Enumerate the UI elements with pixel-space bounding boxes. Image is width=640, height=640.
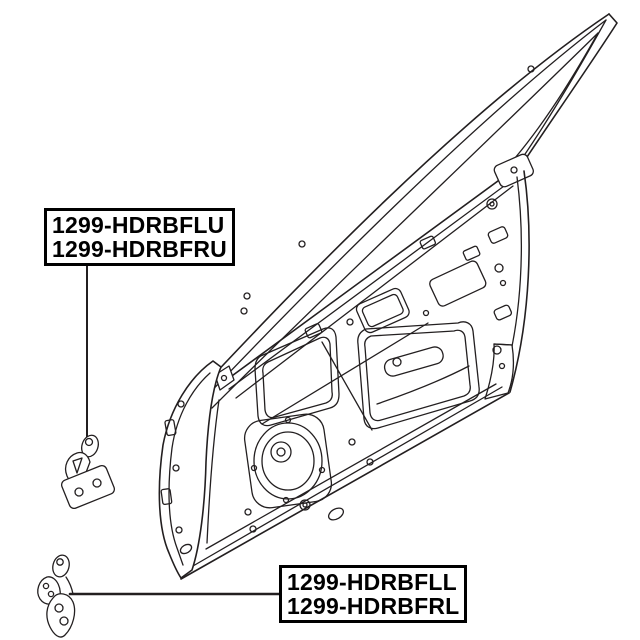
front-door-illustration	[158, 13, 618, 580]
inner-panel-contours	[205, 185, 514, 550]
belt-line	[214, 153, 534, 391]
regulator-opening-left	[254, 327, 340, 427]
part-number-lower-right: 1299-HDRBFRL	[287, 593, 460, 619]
door-shell-outline	[180, 170, 530, 580]
window-frame	[192, 13, 618, 409]
speaker-opening	[243, 413, 333, 509]
panel-screws	[240, 292, 430, 533]
front-edge-panel	[158, 360, 222, 579]
part-number-upper-left: 1299-HDRBFLU	[52, 212, 225, 238]
handle-opening	[357, 321, 480, 430]
belt-clips	[304, 235, 481, 339]
regulator-rods	[261, 322, 429, 431]
part-number-lower-left: 1299-HDRBFLL	[287, 569, 457, 595]
upper-door-hinge-illustration	[60, 434, 116, 510]
label-upper-hinge: 1299-HDRBFLU 1299-HDRBFRU	[44, 208, 235, 266]
upper-access-hole	[429, 260, 487, 307]
part-number-upper-right: 1299-HDRBFRU	[52, 236, 227, 262]
rear-column-fittings	[486, 198, 513, 370]
central-access-hole	[355, 287, 410, 334]
label-lower-hinge: 1299-HDRBFLL 1299-HDRBFRL	[279, 565, 468, 623]
lower-door-hinge-illustration	[37, 554, 76, 638]
